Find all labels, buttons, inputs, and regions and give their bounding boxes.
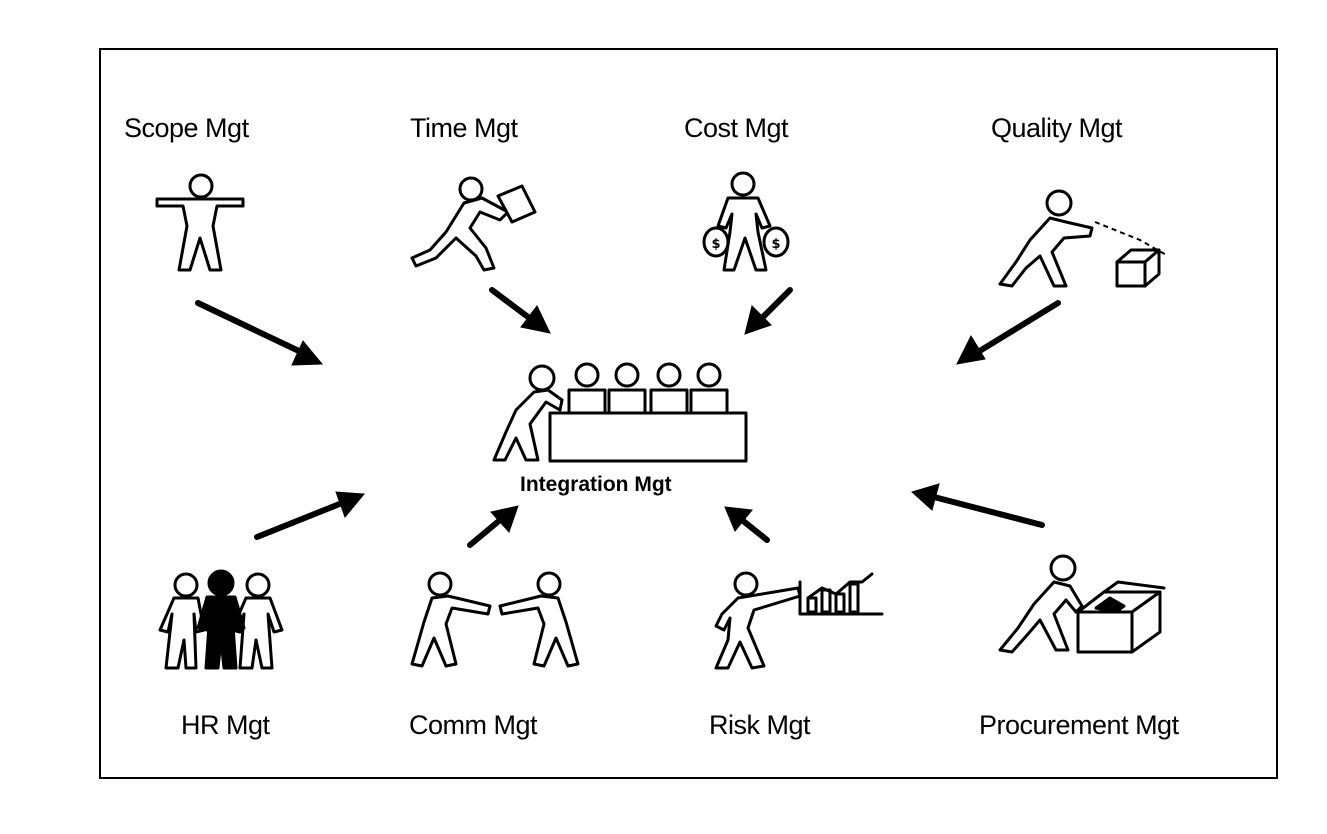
team-meeting-icon <box>492 362 748 463</box>
node-label-scope: Scope Mgt <box>124 113 249 143</box>
diagram-frame <box>99 48 1278 779</box>
arrow-head <box>744 305 772 335</box>
node-label-quality: Quality Mgt <box>991 113 1123 143</box>
arms-outstretched-person-icon <box>155 173 245 272</box>
money-bag-glyph: $ <box>711 237 720 252</box>
arrow-head <box>335 491 366 518</box>
arrow-group <box>195 287 1061 548</box>
person-pointing-chart-icon <box>714 571 884 670</box>
arrow-cost-to-integration <box>757 287 793 323</box>
running-person-icon <box>410 176 537 272</box>
arrow-head <box>911 483 940 511</box>
arrow-risk-to-integration <box>739 517 770 543</box>
center-label-integration: Integration Mgt <box>520 473 672 496</box>
node-label-time: Time Mgt <box>410 113 518 143</box>
node-label-hr: HR Mgt <box>181 710 270 740</box>
group-of-people-icon <box>158 569 284 670</box>
person-pushing-box-icon <box>998 554 1166 654</box>
arrow-procurement-to-integration <box>931 494 1045 528</box>
person-money-bags-icon: $ $ <box>702 171 790 272</box>
node-label-cost: Cost Mgt <box>684 113 789 143</box>
node-label-comm: Comm Mgt <box>409 710 538 740</box>
person-inspecting-box-icon <box>998 189 1169 288</box>
arrow-head <box>520 305 551 334</box>
arrow-head <box>956 334 986 365</box>
two-people-handing-icon <box>410 571 580 668</box>
money-bag-glyph: $ <box>771 237 780 252</box>
arrow-hr-to-integration <box>254 500 345 540</box>
arrow-head <box>490 505 519 533</box>
arrow-time-to-integration <box>489 287 535 323</box>
arrow-head <box>291 340 324 366</box>
arrow-head <box>724 506 753 532</box>
arrow-scope-to-integration <box>195 300 304 355</box>
node-label-risk: Risk Mgt <box>709 710 811 740</box>
arrow-comm-to-integration <box>467 517 503 548</box>
node-label-procurement: Procurement Mgt <box>979 710 1179 740</box>
arrow-quality-to-integration <box>975 300 1061 355</box>
